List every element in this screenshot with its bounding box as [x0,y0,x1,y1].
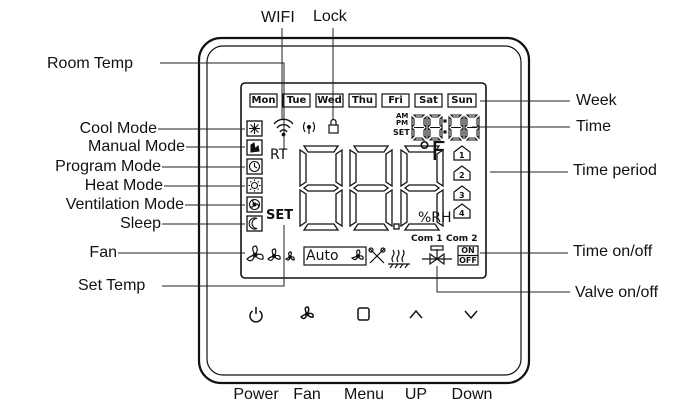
auto-label: Auto [306,248,339,264]
callout-heat-mode: Heat Mode [84,177,163,194]
rt-indicator: RT [270,147,288,163]
set-indicator: SET [266,208,294,223]
auto-fan-icon [350,249,364,261]
up-button[interactable] [409,309,423,319]
down-button[interactable] [464,310,478,320]
am-indicator: AM [396,112,409,120]
callout-sleep: Sleep [120,215,161,232]
power-button-label: Power [233,386,279,403]
ventilation-mode-icon [246,196,263,213]
fan-speed-icon-small [284,251,295,261]
day-sat: Sat [419,95,438,106]
callout-set-temp: Set Temp [78,277,146,294]
humidity-unit: %RH [418,210,452,226]
day-sun: Sun [451,95,473,106]
callout-week: Week [576,92,617,109]
wifi-icon [273,118,294,137]
on-label: ON [461,246,475,255]
valve-icon [422,245,452,266]
floor-heat-icon [388,249,410,269]
callout-time-period: Time period [573,162,657,179]
manual-mode-icon [246,139,263,156]
signal-icon [302,121,316,134]
period-2-icon [453,165,471,181]
callout-room-temp: Room Temp [47,55,133,72]
device-inner-frame [206,45,522,376]
tools-icon [368,247,386,264]
cool-mode-icon [246,120,263,137]
day-fri: Fri [388,95,403,106]
period-4-label: 4 [459,209,465,218]
down-button-label: Down [451,386,493,403]
callout-time-onoff: Time on/off [573,243,653,260]
callout-lines [118,28,570,293]
set-time-indicator: SET [393,128,410,137]
fan-speed-icon-large [246,245,264,262]
fan-button-label: Fan [293,386,321,403]
day-mon: Mon [251,95,276,106]
callout-time: Time [576,118,611,135]
period-3-label: 3 [459,191,465,200]
callout-lock: Lock [313,8,347,25]
period-2-label: 2 [459,171,465,180]
degree-unit: °F [418,137,446,167]
sleep-icon [246,215,263,232]
off-label: OFF [459,256,477,265]
menu-button-label: Menu [343,386,385,403]
program-mode-icon [246,158,263,175]
period-4-icon [453,203,471,219]
day-wed: Wed [317,95,342,106]
fan-button[interactable] [299,306,314,320]
power-button[interactable] [249,307,263,323]
menu-button[interactable] [357,307,370,321]
day-thu: Thu [351,95,374,106]
room-temp-digits [299,145,444,231]
period-1-icon [453,145,471,161]
week-days [249,93,477,108]
pm-indicator: PM [396,119,409,127]
period-1-label: 1 [459,151,465,160]
callout-valve-onoff: Valve on/off [575,284,659,301]
day-tue: Tue [286,95,307,106]
time-digits [411,114,480,141]
auto-fan-box [303,246,367,266]
callout-cool-mode: Cool Mode [79,120,157,137]
callout-ventilation-mode: Ventilation Mode [65,196,184,213]
callout-wifi: WIFI [261,9,295,26]
com1-label: Com 1 [411,234,443,244]
lcd-screen [240,82,487,279]
up-button-label: UP [404,386,428,403]
fan-speed-icon-medium [267,248,281,262]
lock-icon [328,118,339,134]
callout-fan: Fan [89,244,117,261]
heat-mode-icon [246,177,263,194]
callout-manual-mode: Manual Mode [88,138,185,155]
com2-label: Com 2 [446,234,478,244]
period-3-icon [453,185,471,201]
callout-program-mode: Program Mode [55,158,161,175]
